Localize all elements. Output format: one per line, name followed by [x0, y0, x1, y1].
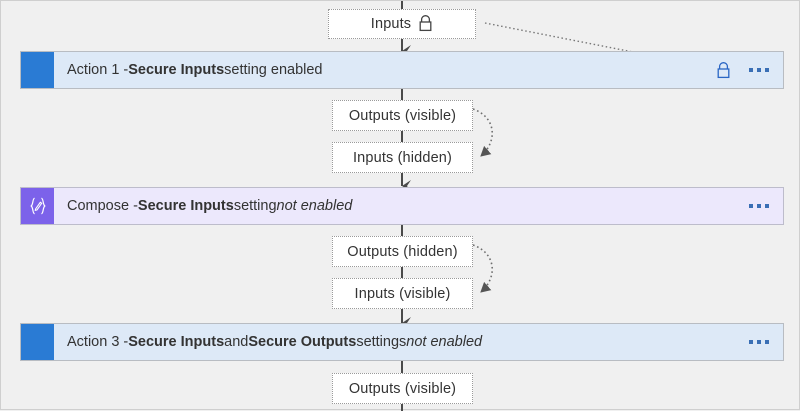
- node-outputs-1: Outputs (visible): [332, 100, 473, 131]
- action-3-mid-2: settings: [356, 334, 407, 350]
- ellipsis-icon[interactable]: [749, 52, 769, 88]
- action-3-label: Action 3 - Secure Inputs and Secure Outp…: [54, 324, 749, 360]
- outputs-1-label: Outputs (visible): [348, 107, 457, 124]
- secure-lock-icon[interactable]: [716, 61, 731, 79]
- top-inputs-label: Inputs: [370, 16, 412, 32]
- compose-braces-icon: [21, 188, 54, 224]
- action-1-prefix: Action 1 -: [67, 62, 129, 78]
- action-3-mid-1: and: [224, 334, 249, 350]
- node-inputs-1: Inputs (hidden): [332, 142, 473, 173]
- card-compose[interactable]: Compose - Secure Inputs setting not enab…: [20, 187, 784, 225]
- compose-bold-secure-inputs: Secure Inputs: [137, 198, 234, 214]
- outputs-2-label: Outputs (hidden): [347, 243, 458, 260]
- action-square-icon: [21, 52, 54, 88]
- compose-label: Compose - Secure Inputs setting not enab…: [54, 188, 749, 224]
- action-3-bold-secure-outputs: Secure Outputs: [248, 334, 357, 350]
- compose-italic-not-enabled: not enabled: [276, 198, 353, 214]
- node-inputs-2: Inputs (visible): [332, 278, 473, 309]
- card-action-3[interactable]: Action 3 - Secure Inputs and Secure Outp…: [20, 323, 784, 361]
- action-3-right-controls: [749, 324, 783, 360]
- card-action-1[interactable]: Action 1 - Secure Inputs setting enabled: [20, 51, 784, 89]
- action-1-right-controls: [716, 52, 783, 88]
- ellipsis-icon[interactable]: [749, 324, 769, 360]
- node-outputs-2: Outputs (hidden): [332, 236, 473, 267]
- compose-mid: setting: [233, 198, 277, 214]
- outputs-3-label: Outputs (visible): [348, 380, 457, 397]
- dotted-curve-outputs1-inputs1: [472, 108, 494, 157]
- compose-right-controls: [749, 188, 783, 224]
- action-3-bold-secure-inputs: Secure Inputs: [128, 334, 225, 350]
- action-1-bold-secure-inputs: Secure Inputs: [128, 62, 225, 78]
- compose-prefix: Compose -: [67, 198, 138, 214]
- dotted-curve-outputs2-inputs2: [472, 244, 494, 293]
- lock-icon: [418, 14, 433, 36]
- node-outputs-3: Outputs (visible): [332, 373, 473, 404]
- node-top-inputs: Inputs: [328, 9, 476, 39]
- inputs-2-label: Inputs (visible): [354, 285, 451, 302]
- ellipsis-icon[interactable]: [749, 188, 769, 224]
- action-square-icon: [21, 324, 54, 360]
- action-1-suffix: setting enabled: [224, 62, 323, 78]
- inputs-1-label: Inputs (hidden): [353, 149, 452, 166]
- action-3-prefix: Action 3 -: [67, 334, 129, 350]
- action-3-italic-not-enabled: not enabled: [406, 334, 483, 350]
- action-1-label: Action 1 - Secure Inputs setting enabled: [54, 52, 716, 88]
